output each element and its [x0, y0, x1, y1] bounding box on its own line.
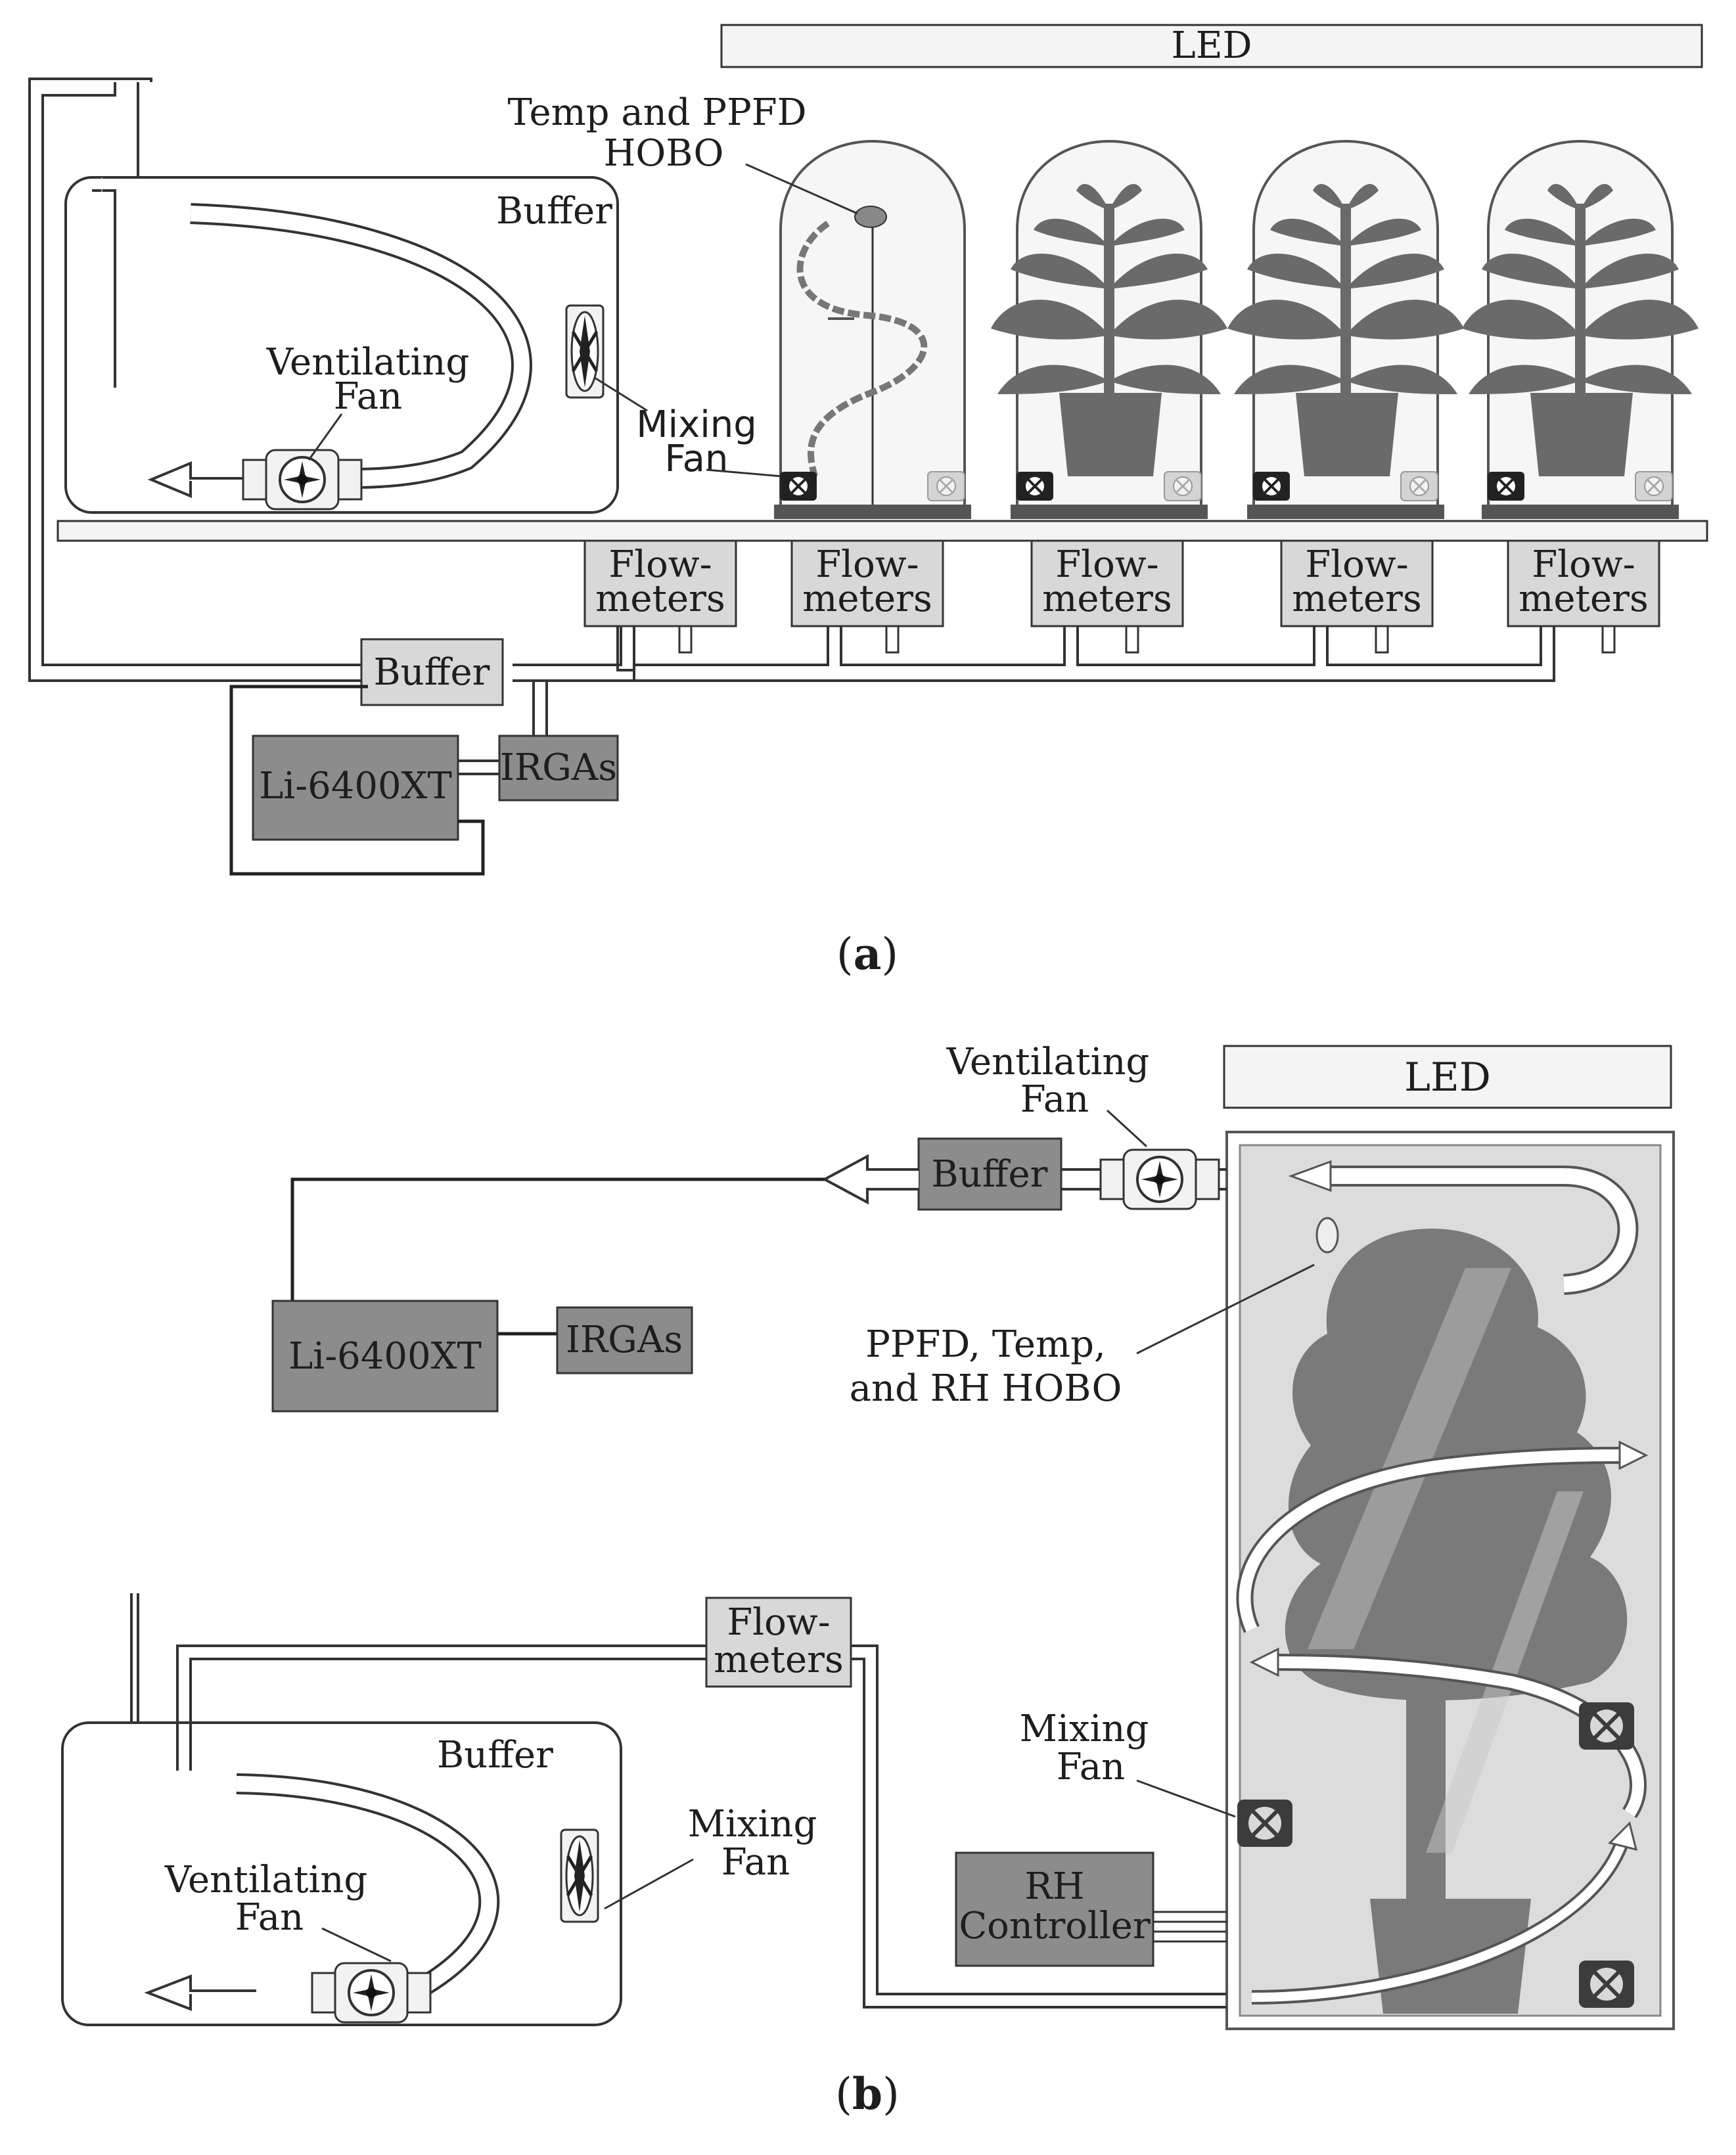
led-label-b: LED — [1404, 1055, 1491, 1100]
panel-a: LED Buffer Ventilating Fan Mixing Fan — [28, 24, 1708, 980]
flowmeter-1-label1-a: Flow- — [608, 543, 712, 586]
chamber-1-a — [774, 140, 971, 519]
li6400-box-a — [252, 735, 459, 841]
caption-b: (b) — [835, 2068, 900, 2120]
mixing-fan-chamber-label-b: Mixing — [1020, 1708, 1149, 1750]
hobo-sensor-a — [854, 206, 887, 228]
led-label-a: LED — [1172, 24, 1252, 67]
flowmeter-4-label1-a: Flow- — [1305, 543, 1408, 586]
buffer-small-a — [360, 638, 504, 706]
flowmeter-4-a: Flow- meters — [1280, 539, 1434, 627]
panel-b: LED PPFD, Temp, — [61, 1041, 1675, 2120]
flowmeter-4-label2-a: meters — [1292, 578, 1421, 620]
chamber-3-a — [1227, 140, 1464, 519]
mixing-fan-a — [566, 306, 603, 397]
led-bar-a — [720, 24, 1703, 68]
li6400-label-b: Li-6400XT — [288, 1335, 482, 1378]
hobo-sensor-b — [1315, 1217, 1339, 1254]
hobo-label2-a: HOBO — [604, 132, 724, 175]
rh-label1-b: RH — [1025, 1865, 1085, 1908]
mixing-fan-box-label2-b: Fan — [721, 1841, 790, 1884]
hobo-label-a: Temp and PPFD — [507, 91, 806, 134]
irgas-box-a — [498, 735, 619, 802]
flowmeter-5-label1-a: Flow- — [1532, 543, 1635, 586]
vent-fan-box-label2-b: Fan — [235, 1896, 304, 1939]
hobo-label2-b: and RH HOBO — [850, 1367, 1122, 1410]
rh-label2-b: Controller — [959, 1905, 1151, 1947]
vent-fan-box-label-b: Ventilating — [164, 1859, 368, 1901]
flowmeter-5-a: Flow- meters — [1507, 539, 1660, 627]
rh-controller-b — [955, 1851, 1154, 1967]
buffer-label-b: Buffer — [437, 1734, 553, 1777]
mixing-fan-label-a: Mixing — [636, 403, 757, 446]
flowmeter-label1-b: Flow- — [727, 1601, 830, 1644]
flowmeter-3-a: Flow- meters — [1030, 539, 1184, 627]
flowmeter-5-label2-a: meters — [1519, 578, 1648, 620]
chamber-fan-mixing-b — [1237, 1800, 1292, 1847]
shelf-a — [57, 520, 1708, 542]
flowmeter-1-a: Flow- meters — [583, 539, 737, 627]
li6400-box-b — [271, 1300, 499, 1413]
flowmeter-2-label2-a: meters — [802, 578, 932, 620]
mixing-fan-label2-a: Fan — [665, 438, 729, 480]
outer-pipe-a — [28, 78, 473, 682]
flowmeter-b — [705, 1597, 852, 1688]
ventilating-fan-label2-a: Fan — [334, 375, 403, 418]
flowmeter-1-label2-a: meters — [595, 578, 725, 620]
hobo-label-b: PPFD, Temp, — [865, 1323, 1106, 1366]
chamber-fan-top-b — [1579, 1702, 1634, 1750]
vent-fan-top-b — [1099, 1148, 1220, 1210]
chamber-fan-bottom-b — [1579, 1961, 1634, 2008]
ventilating-fan-a — [242, 449, 363, 510]
mixing-fan-box-label-b: Mixing — [688, 1803, 817, 1846]
chamber-2-a — [991, 140, 1227, 519]
li6400-label-a: Li-6400XT — [259, 765, 452, 807]
mixing-fan-chamber-label2-b: Fan — [1057, 1746, 1126, 1788]
led-bar-b — [1223, 1045, 1672, 1109]
chamber-4-a — [1462, 140, 1699, 519]
flowmeter-3-label2-a: meters — [1042, 578, 1172, 620]
buffer-box-a — [64, 176, 619, 514]
flowmeter-manifold-a — [618, 626, 635, 671]
flowmeter-2-label1-a: Flow- — [815, 543, 919, 586]
buffer-label-a: Buffer — [496, 190, 612, 233]
irgas-label-b: IRGAs — [566, 1319, 683, 1361]
irgas-box-b — [556, 1306, 693, 1374]
mixing-fan-b — [561, 1830, 598, 1922]
buffer-small-label-a: Buffer — [374, 651, 490, 694]
caption-a: (a) — [836, 928, 898, 980]
buffer-top-label-b: Buffer — [932, 1153, 1048, 1196]
irgas-label-a: IRGAs — [500, 746, 617, 789]
vent-fan-top-label-b: Ventilating — [946, 1041, 1150, 1083]
flowmeter-label2-b: meters — [714, 1639, 843, 1681]
vent-fan-top-label2-b: Fan — [1020, 1078, 1089, 1121]
flowmeter-3-label1-a: Flow- — [1055, 543, 1158, 586]
vent-fan-b — [311, 1962, 432, 2024]
flowmeter-2-a: Flow- meters — [790, 539, 944, 627]
ventilating-fan-label-a: Ventilating — [266, 341, 470, 384]
